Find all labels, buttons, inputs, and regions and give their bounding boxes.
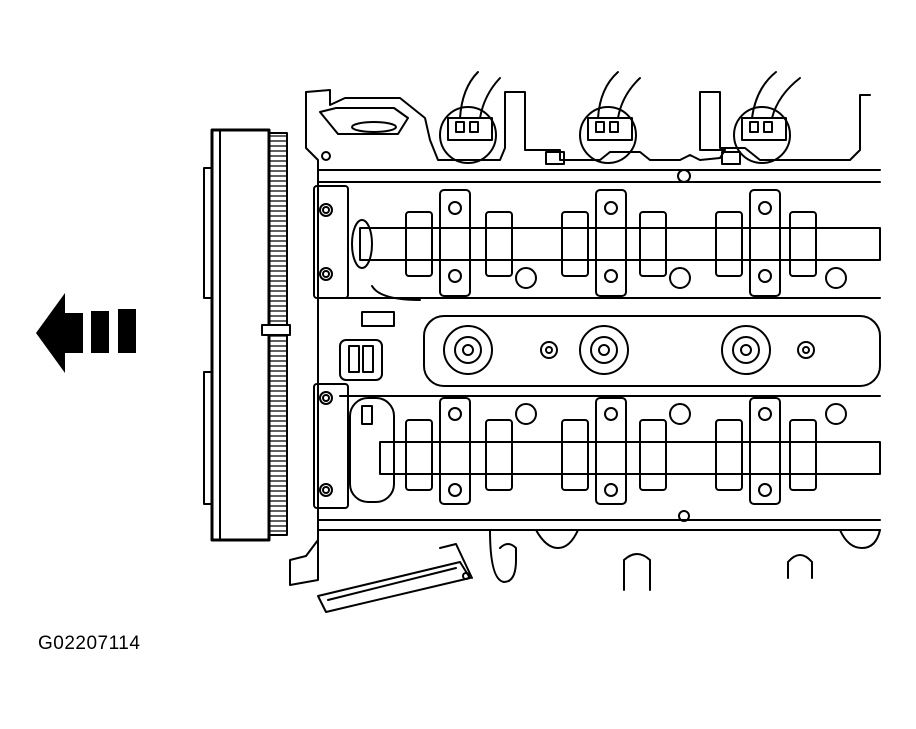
camshaft-lower <box>314 384 880 508</box>
arrow-left-icon <box>36 293 136 373</box>
figure-id-label: G02207114 <box>38 633 141 654</box>
camshaft-upper <box>314 186 880 298</box>
sprocket-teeth <box>270 136 287 531</box>
lower-bracket <box>318 544 472 612</box>
spark-plug-wells <box>340 286 880 386</box>
camshaft-sprocket <box>204 130 290 540</box>
cylinder-head-outline <box>290 90 880 590</box>
ignition-coils <box>440 72 800 164</box>
